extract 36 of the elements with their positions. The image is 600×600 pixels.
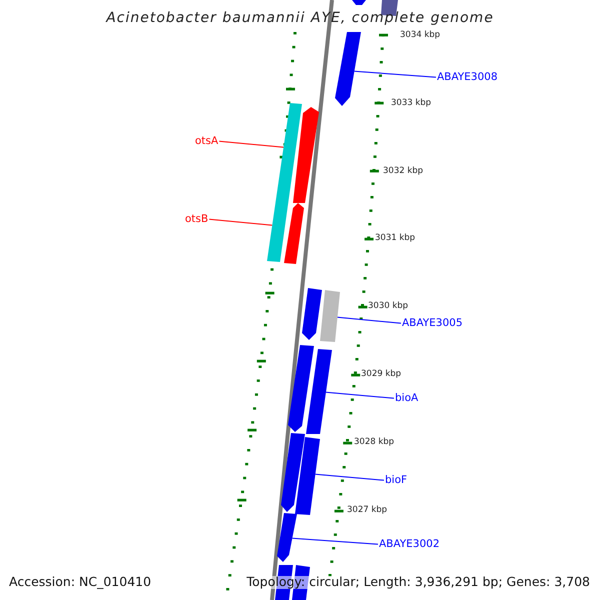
tick-label: 3027 kbp: [347, 506, 388, 514]
tick-label: 3030 kbp: [368, 302, 408, 310]
gene-feature: [288, 345, 314, 432]
gene-label: otsA: [195, 136, 218, 146]
gene-feature: [277, 513, 297, 562]
gene-feature: [293, 107, 319, 203]
tick-label: 3029 kbp: [361, 370, 402, 378]
tick-label: 3033 kbp: [391, 99, 432, 108]
leader-line: [336, 316, 402, 324]
gene-feature: [335, 32, 361, 106]
genome-info-note: Topology: circular; Length: 3,936,291 bp; Genes: 3,708: [246, 576, 590, 588]
tick-label: 3032 kbp: [383, 167, 424, 176]
tick-label: 3028 kbp: [354, 438, 394, 446]
gene-feature: [306, 349, 332, 434]
accession-note: Accession: NC_010410: [9, 576, 152, 588]
gene-feature: [295, 437, 320, 515]
gene-label: ABAYE3008: [437, 72, 498, 82]
tick-label: 3034 kbp: [400, 31, 440, 40]
leader-line: [208, 218, 273, 226]
gene-label: bioA: [395, 393, 418, 404]
gene-feature: [284, 203, 304, 264]
leader-line: [292, 538, 378, 545]
gene-feature: [302, 288, 322, 340]
gene-label: ABAYE3005: [402, 318, 463, 328]
gene-label: otsB: [185, 214, 208, 224]
leader-line: [354, 70, 436, 78]
leader-line: [325, 392, 394, 399]
leader-line: [314, 474, 384, 481]
gene-label: bioF: [385, 475, 408, 486]
gene-feature: [352, 0, 366, 5]
gene-label: ABAYE3002: [379, 539, 440, 550]
gene-feature: [320, 290, 340, 342]
gene-feature: [267, 103, 302, 262]
tick-label: 3031 kbp: [375, 234, 416, 242]
gene-feature: [281, 433, 305, 512]
leader-line: [218, 140, 284, 148]
